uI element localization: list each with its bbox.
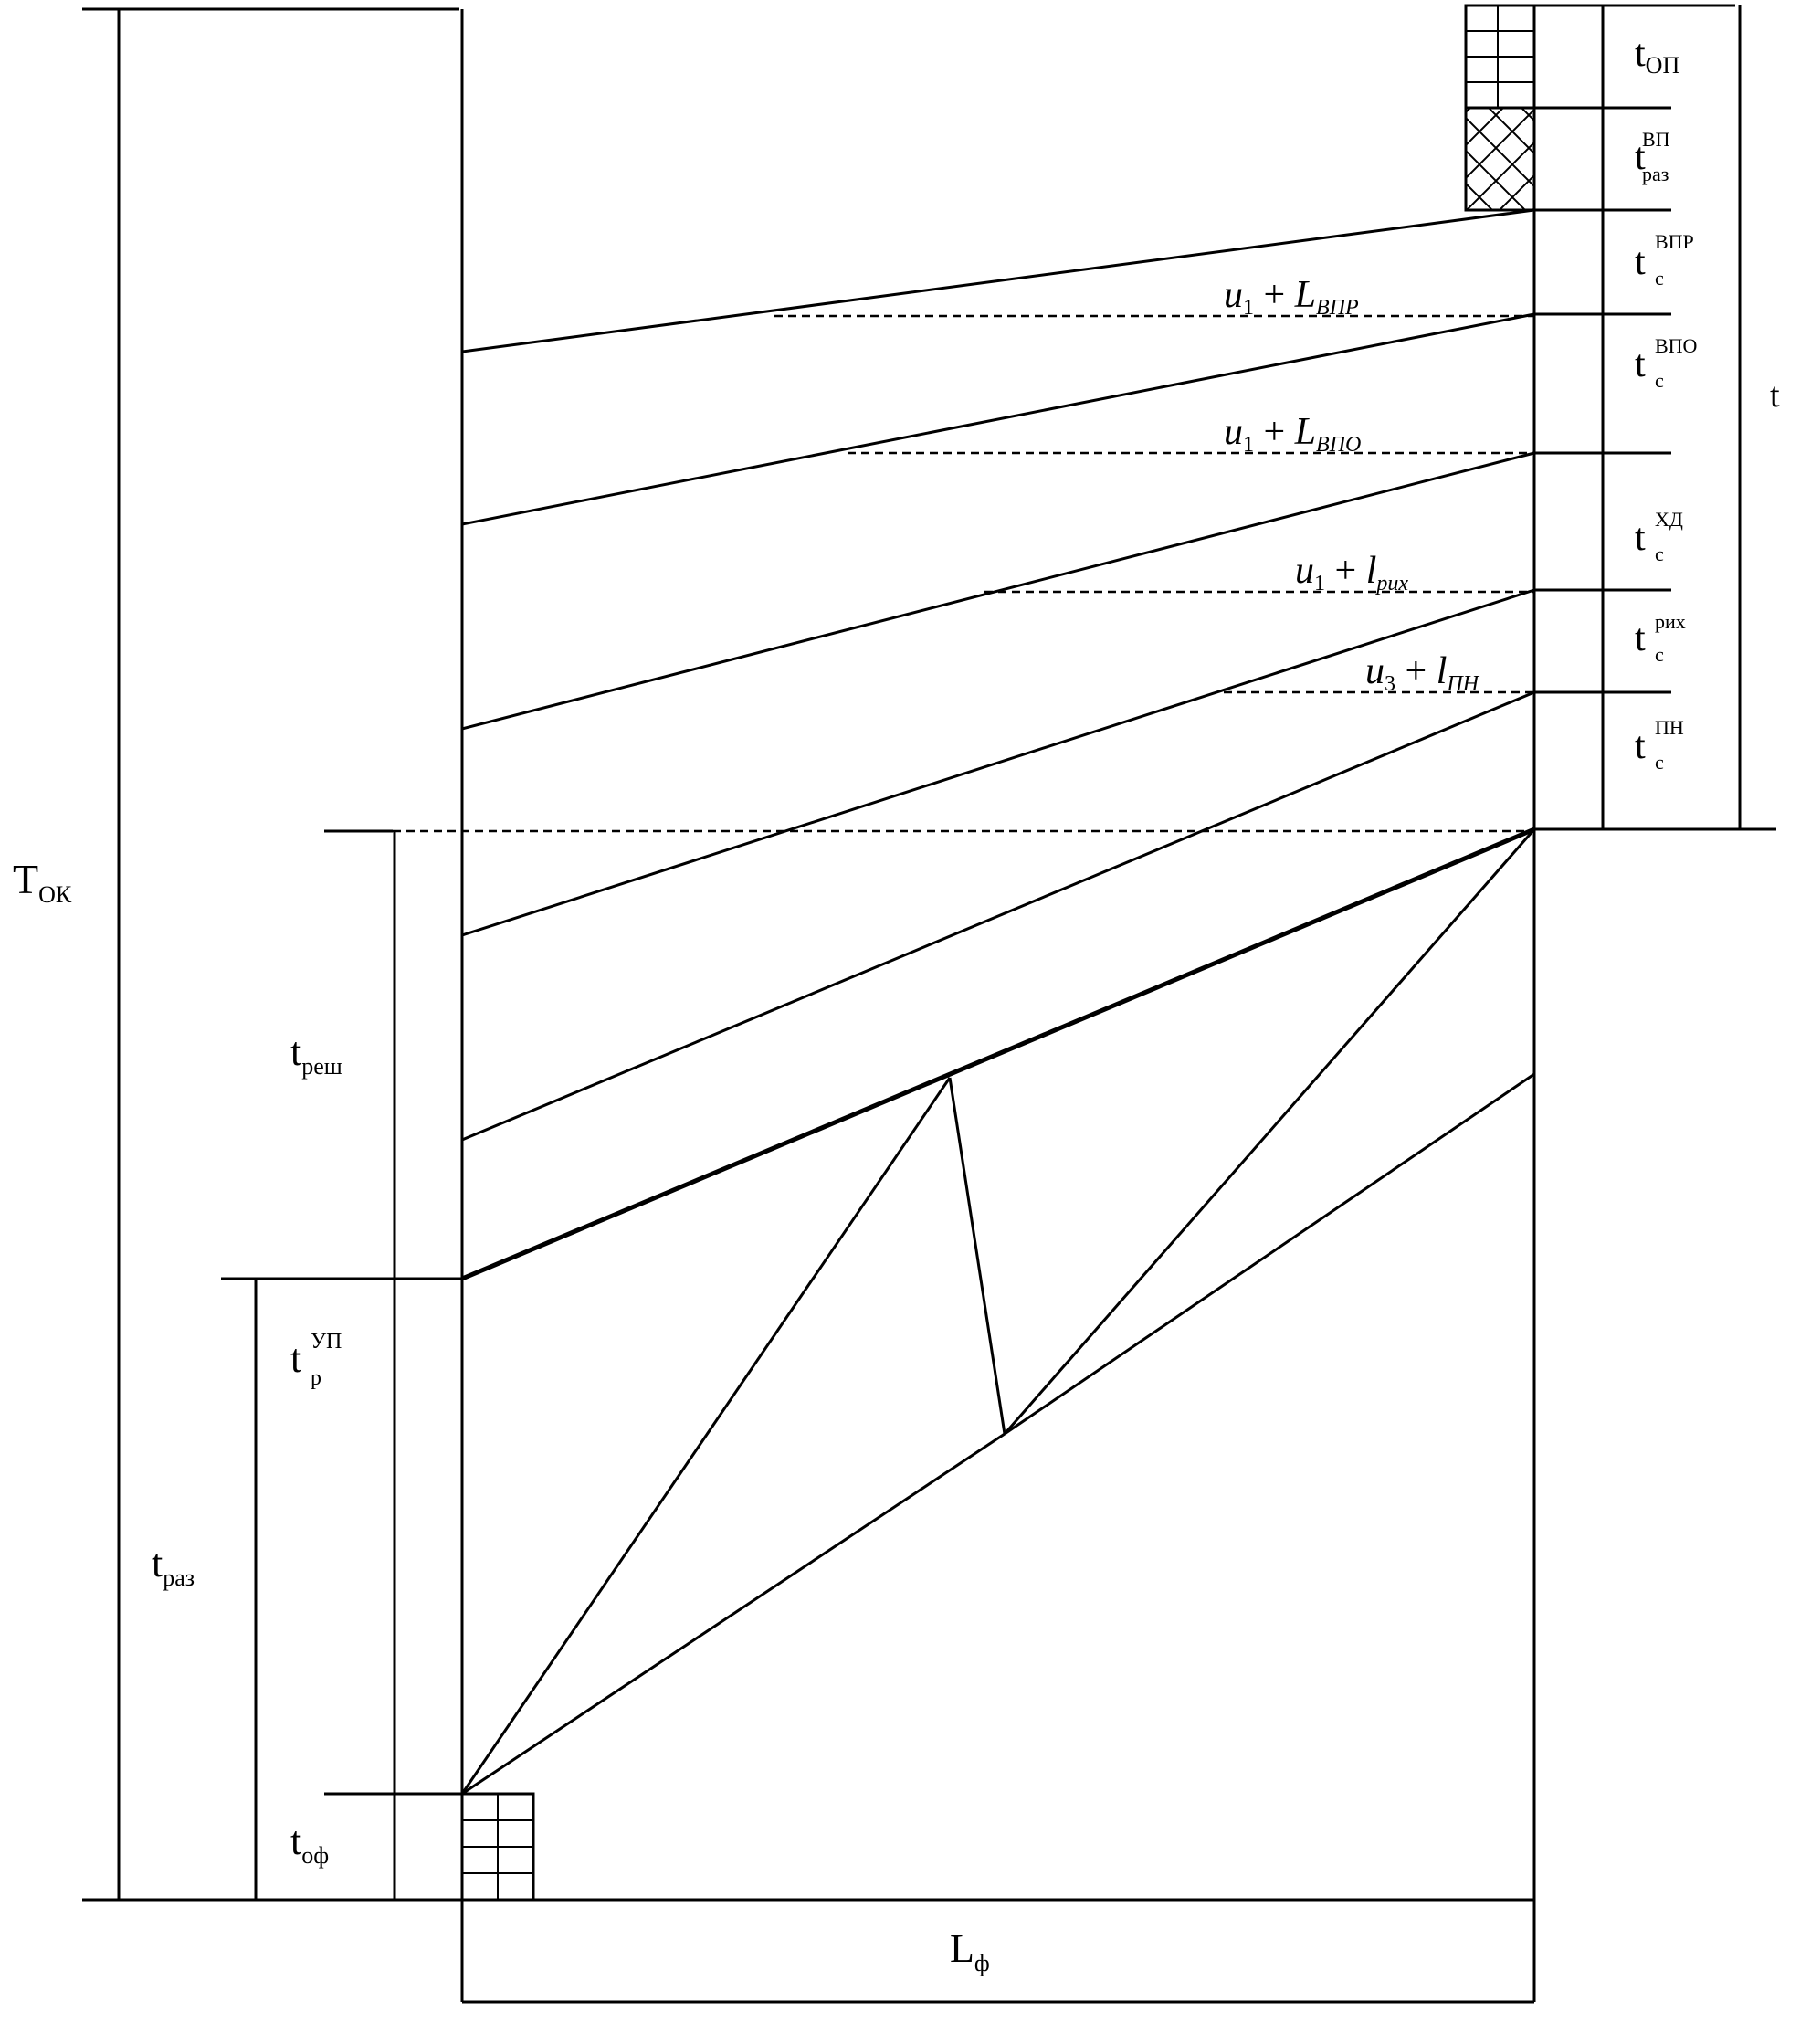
decision-region: [221, 829, 462, 1900]
slanted-lines: [461, 208, 1535, 1436]
slant-line-4: [461, 588, 1535, 937]
slant-line-5: [461, 690, 1535, 1142]
bottom-grid-block: [460, 1792, 535, 1902]
right-labels: tОП t ВП раз t ВПР с t ВПО с t ХД с t ри…: [1635, 33, 1780, 774]
trajectory-lines: [460, 827, 1536, 1796]
heavy-line-main: [461, 827, 1535, 1281]
crosshatch-block: [1464, 106, 1536, 212]
slant-line-2: [461, 312, 1535, 526]
label-t-up: t УП р: [290, 1312, 352, 1390]
label-t-vpr: t ВПР с: [1635, 216, 1703, 290]
formula-3: u1 + lрих: [1295, 550, 1408, 595]
label-right-edge: t: [1770, 376, 1780, 415]
label-t-vpo: t ВПО с: [1635, 320, 1707, 392]
traj-line-d: [461, 1432, 1006, 1796]
label-t-resh: tреш: [290, 1029, 342, 1080]
label-t-of: tоф: [290, 1818, 329, 1869]
frame-lines: [82, 5, 1536, 2004]
formula-4: u3 + lПН: [1365, 650, 1480, 696]
formula-2: u1 + LВПО: [1224, 411, 1361, 457]
traj-line-a: [460, 1077, 952, 1795]
label-t-raz: tраз: [152, 1541, 195, 1591]
traj-line-b: [948, 1077, 1006, 1435]
left-labels: TОК tреш t УП р tраз tоф Lф: [13, 856, 990, 1976]
traj-line-c: [1003, 828, 1536, 1435]
label-L-f: Lф: [950, 1926, 990, 1976]
formula-1: u1 + LВПР: [1224, 274, 1359, 320]
lower-slant-line: [1004, 1072, 1535, 1436]
slant-line-1: [461, 208, 1535, 353]
formula-labels: u1 + LВПР u1 + LВПО u1 + lрих u3 + lПН: [1224, 274, 1480, 696]
label-t-vp: t ВП раз: [1635, 113, 1679, 185]
label-T-ok: TОК: [13, 856, 72, 908]
label-t-op: tОП: [1635, 33, 1679, 79]
label-t-hd: t ХД с: [1635, 493, 1692, 565]
dashed-lines: [324, 314, 1534, 833]
right-column: [1534, 4, 1776, 831]
label-t-pn: t ПН с: [1635, 701, 1693, 774]
label-t-rih: t рих с: [1635, 595, 1695, 666]
top-grid-block: [1464, 4, 1536, 212]
